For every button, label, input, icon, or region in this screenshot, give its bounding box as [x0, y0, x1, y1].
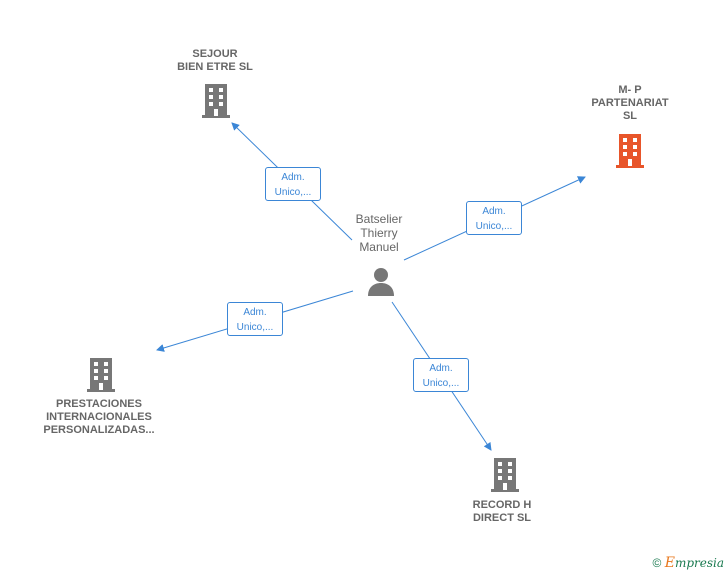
relation-label-sejour[interactable]: Adm. Unico,...	[265, 167, 321, 201]
relation-label-prestaciones[interactable]: Adm. Unico,...	[227, 302, 283, 336]
relation-detail: Unico,...	[274, 187, 312, 198]
person-label[interactable]: Batselier Thierry Manuel	[355, 212, 403, 254]
brand-footer[interactable]: © Empresia	[653, 555, 724, 571]
brand-initial: E	[664, 555, 675, 571]
copyright-symbol: ©	[652, 556, 662, 570]
relation-detail: Unico,...	[475, 221, 513, 232]
relation-label-record[interactable]: Adm. Unico,...	[413, 358, 469, 392]
relation-role: Adm.	[281, 172, 305, 183]
company-label-sejour[interactable]: SEJOUR BIEN ETRE SL	[177, 48, 253, 73]
building-icon[interactable]	[85, 357, 117, 393]
brand-name: mpresia	[674, 556, 724, 570]
relation-role: Adm.	[482, 206, 506, 217]
building-icon[interactable]	[200, 83, 232, 119]
building-icon-highlighted[interactable]	[614, 133, 646, 169]
relation-label-mp[interactable]: Adm. Unico,...	[466, 201, 522, 235]
company-label-prestaciones[interactable]: PRESTACIONES INTERNACIONALES PERSONALIZA…	[43, 398, 155, 436]
relation-detail: Unico,...	[422, 378, 460, 389]
relation-role: Adm.	[243, 307, 267, 318]
relation-role: Adm.	[429, 363, 453, 374]
company-label-mp[interactable]: M- P PARTENARIAT SL	[591, 84, 669, 122]
relation-detail: Unico,...	[236, 322, 274, 333]
company-label-record[interactable]: RECORD H DIRECT SL	[472, 499, 532, 524]
person-icon[interactable]	[366, 266, 396, 296]
building-icon[interactable]	[489, 457, 521, 493]
